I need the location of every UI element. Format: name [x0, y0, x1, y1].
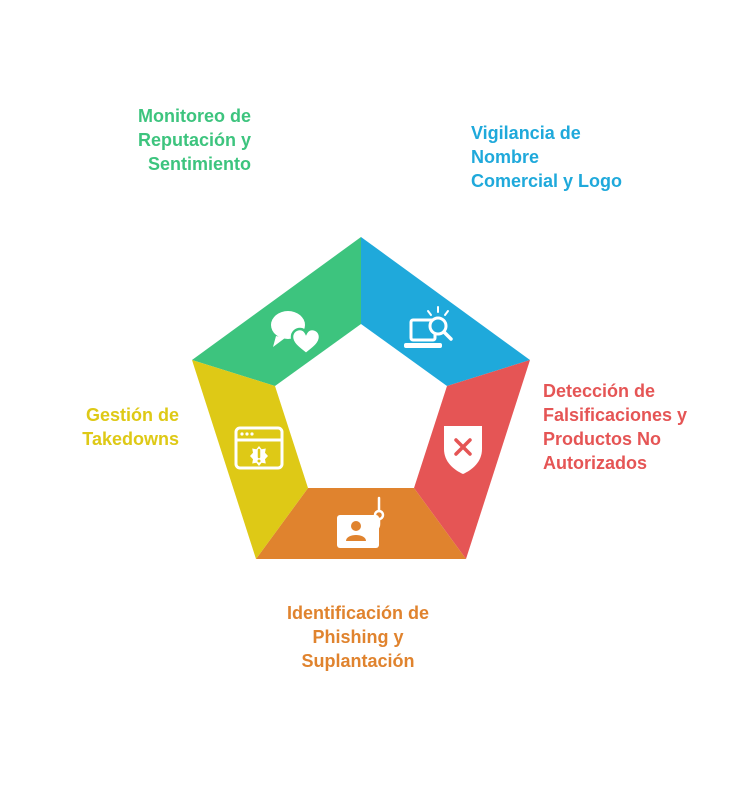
label-line: Vigilancia de	[471, 123, 581, 143]
chat-heart-icon	[271, 311, 322, 356]
segment-brand-shape	[361, 237, 530, 386]
label-line: Nombre	[471, 147, 540, 167]
label-line: Monitoreo de	[138, 106, 251, 126]
label-brand: Vigilancia de Nombre Comercial y Logo	[471, 121, 622, 193]
label-takedowns: Gestión de Takedowns	[40, 403, 179, 451]
label-line: Sentimiento	[147, 154, 251, 174]
label-line: Productos No	[543, 429, 662, 449]
segment-phishing	[256, 488, 466, 559]
segment-takedowns-shape	[192, 360, 308, 559]
segment-counterfeit	[414, 360, 530, 559]
id-card-hook-icon	[337, 496, 385, 548]
shield-x-icon	[444, 426, 482, 474]
label-line: Detección de	[543, 381, 656, 401]
segment-reputation	[192, 237, 361, 386]
label-line: Suplantación	[301, 651, 415, 671]
label-line: Takedowns	[82, 429, 179, 449]
label-line: Gestión de	[85, 405, 179, 425]
label-line: Reputación y	[137, 130, 251, 150]
label-line: Autorizados	[543, 453, 648, 473]
label-counterfeit: Detección de Falsificaciones y Productos…	[543, 379, 687, 475]
segment-brand	[361, 237, 530, 386]
label-line: Phishing y	[312, 627, 404, 647]
label-phishing: Identificación de Phishing y Suplantació…	[258, 601, 458, 673]
label-reputation: Monitoreo de Reputación y Sentimiento	[90, 104, 251, 176]
browser-alert-icon	[234, 426, 284, 470]
label-line: Comercial y Logo	[471, 171, 623, 191]
label-line: Falsificaciones y	[543, 405, 688, 425]
laptop-search-icon	[404, 306, 453, 348]
label-line: Identificación de	[286, 603, 430, 623]
segment-takedowns	[192, 360, 308, 559]
segment-reputation-shape	[192, 237, 361, 386]
